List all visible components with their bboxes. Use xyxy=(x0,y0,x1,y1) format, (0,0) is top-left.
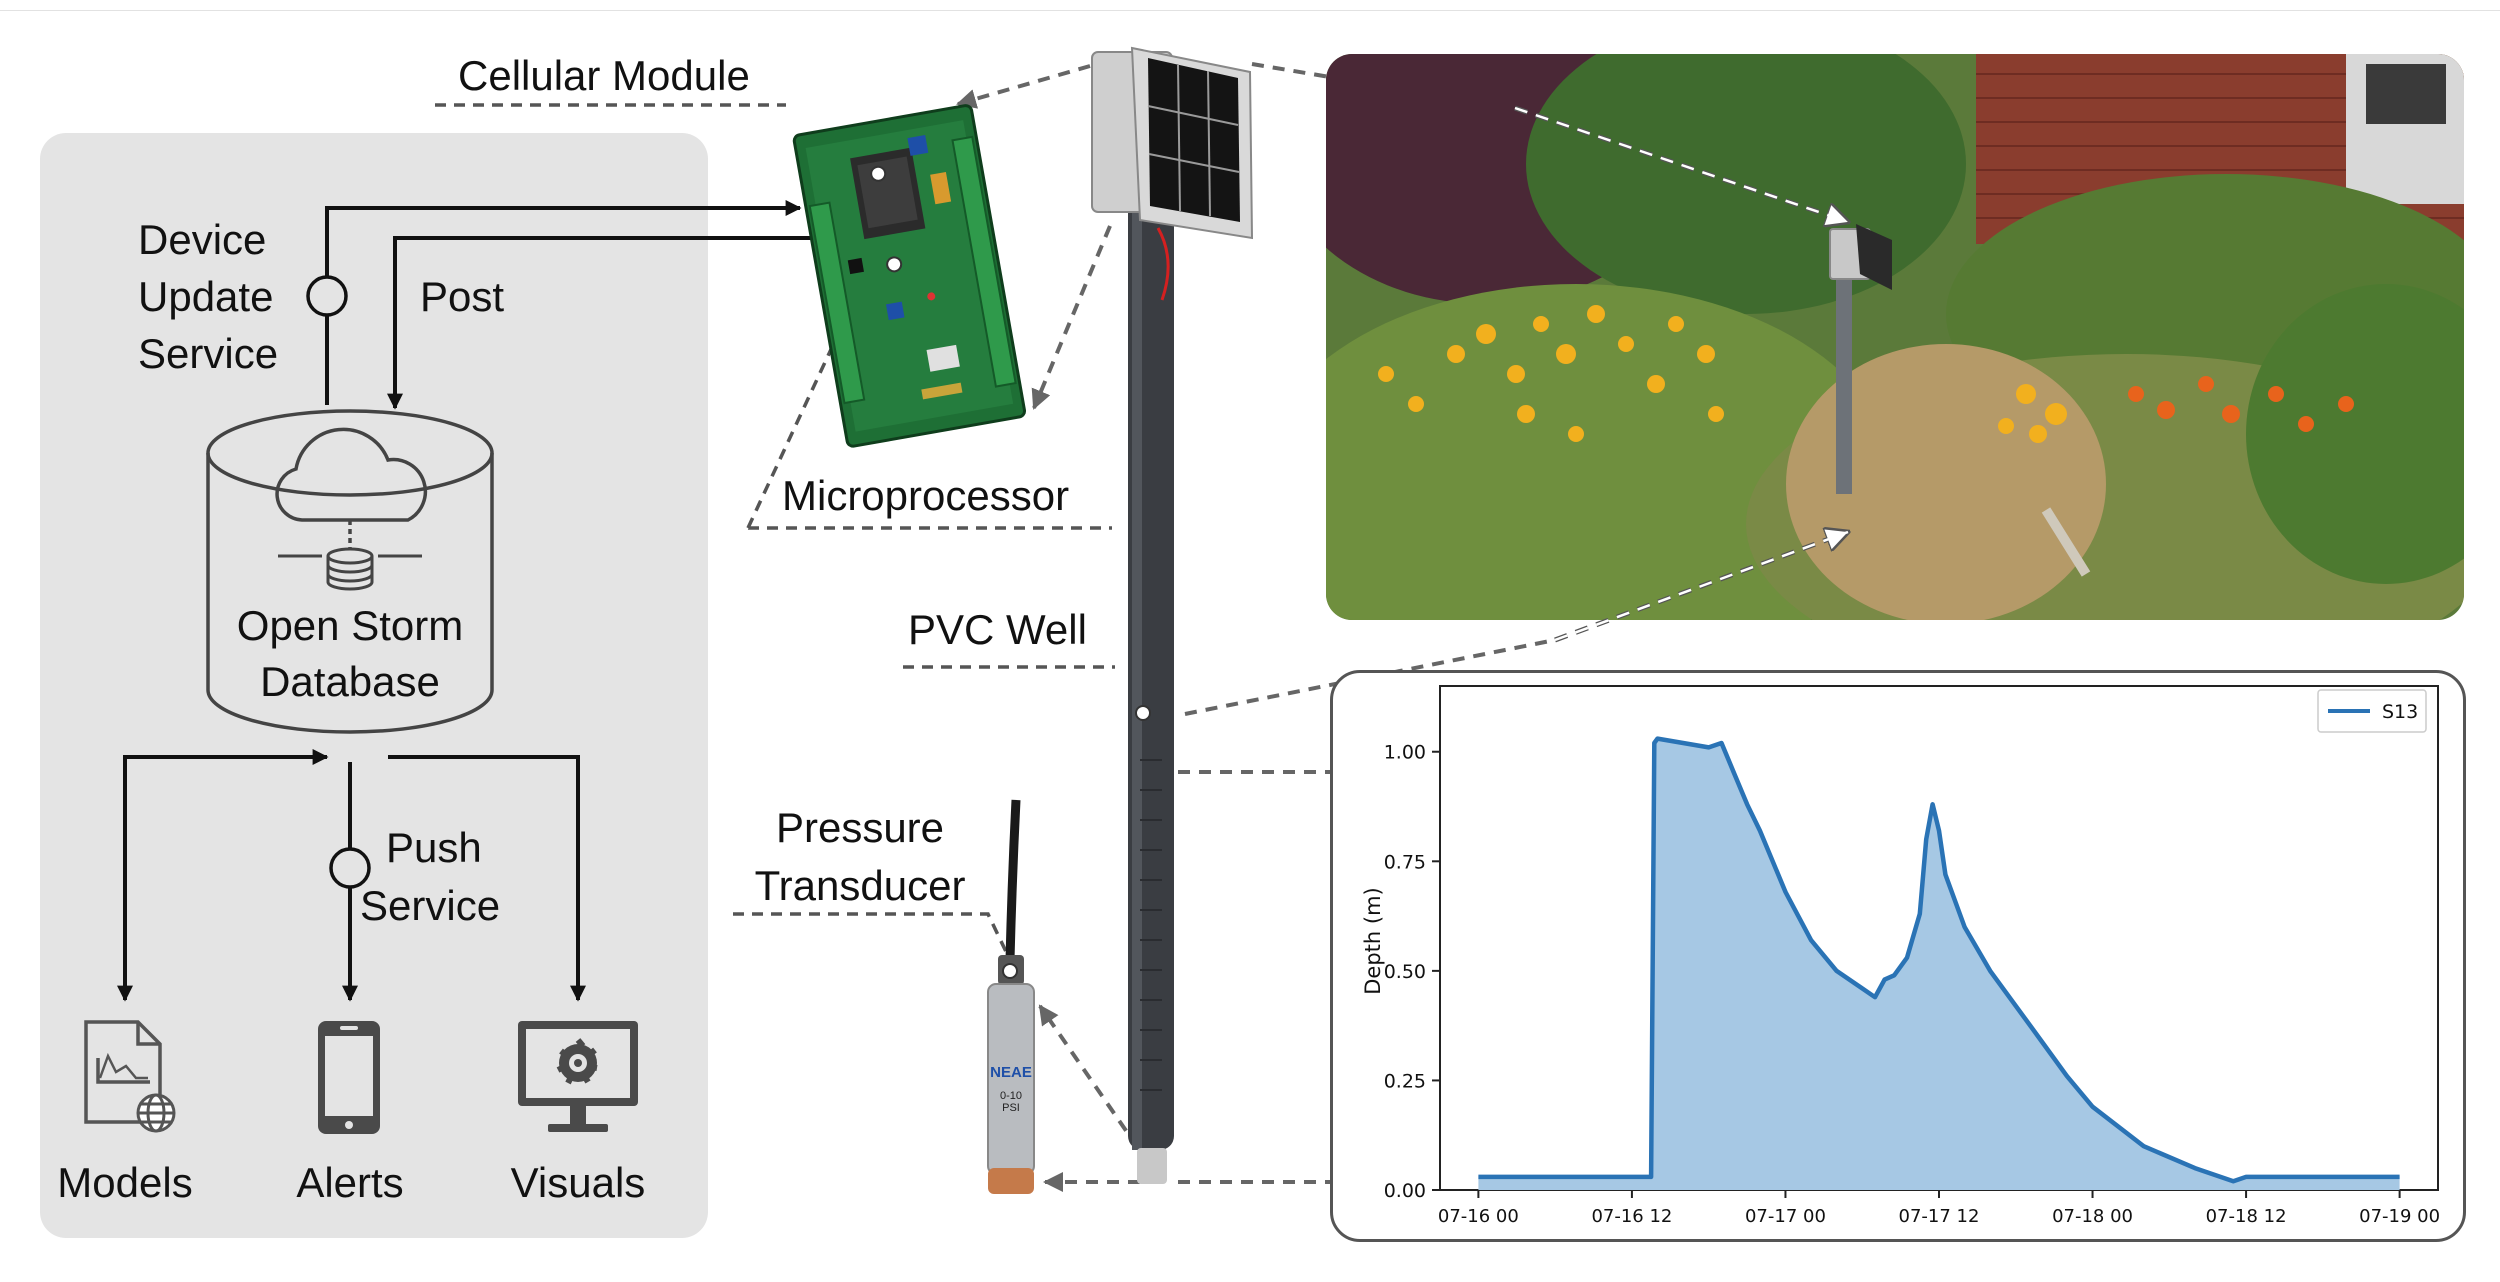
series-line-s13 xyxy=(1478,736,2400,1184)
pressure-transducer-label-2: Transducer xyxy=(754,862,966,909)
database-label-1: Open Storm xyxy=(236,602,464,649)
globe-icon xyxy=(136,1093,176,1133)
smartphone-icon xyxy=(318,1021,380,1134)
post-label: Post xyxy=(420,273,505,320)
transducer-brand: NEAE xyxy=(990,1064,1032,1081)
pressure-transducer xyxy=(987,799,1035,1194)
cellular-module-label: Cellular Module xyxy=(458,52,750,99)
y-tick-label-1: 0.25 xyxy=(1384,1070,1426,1092)
series-area-s13 xyxy=(1478,738,2400,1190)
y-tick-label-4: 1.00 xyxy=(1384,742,1426,764)
microprocessor-label: Microprocessor xyxy=(782,472,1070,519)
document-chart-icon xyxy=(84,1020,162,1124)
x-tick-label-0: 07-16 00 xyxy=(1438,1206,1519,1227)
y-tick-label-2: 0.50 xyxy=(1384,961,1426,983)
leader-lines xyxy=(435,103,1115,961)
database-label-2: Database xyxy=(260,658,440,705)
x-tick-label-4: 07-18 00 xyxy=(2052,1206,2133,1227)
visuals-label: Visuals xyxy=(510,1159,646,1206)
pvc-well-label: PVC Well xyxy=(908,606,1087,653)
device-update-arrow xyxy=(325,200,802,405)
x-tick-label-1: 07-16 12 xyxy=(1591,1206,1672,1227)
x-tick-label-6: 07-19 00 xyxy=(2359,1206,2440,1227)
grafana-icon xyxy=(556,1038,598,1085)
y-tick-label-3: 0.75 xyxy=(1384,851,1426,873)
legend: S13 xyxy=(2317,689,2427,733)
alerts-label: Alerts xyxy=(296,1159,404,1206)
push-service-node xyxy=(329,847,371,889)
device-update-label-1: Device xyxy=(138,216,267,263)
x-tick-label-3: 07-17 12 xyxy=(1899,1206,1980,1227)
solar-enclosure xyxy=(1091,46,1254,240)
models-label: Models xyxy=(57,1159,193,1206)
x-tick-label-5: 07-18 12 xyxy=(2206,1206,2287,1227)
device-update-node xyxy=(306,275,348,317)
database-icon xyxy=(278,547,422,591)
y-tick-label-0: 0.00 xyxy=(1384,1180,1426,1202)
microprocessor-board xyxy=(792,104,1027,448)
top-border xyxy=(0,0,2500,11)
transducer-range: 0-10 PSI xyxy=(999,1090,1023,1114)
models-arrow xyxy=(117,749,329,1002)
legend-label: S13 xyxy=(2382,701,2418,723)
post-arrow xyxy=(387,236,812,410)
device-update-label-2: Update xyxy=(138,273,274,320)
visuals-arrow xyxy=(388,755,586,1002)
y-axis-label: Depth (m) xyxy=(1361,887,1385,994)
push-service-label-1: Push xyxy=(386,824,482,871)
cloud-icon xyxy=(275,427,428,548)
x-tick-label-2: 07-17 00 xyxy=(1745,1206,1826,1227)
database-cylinder xyxy=(206,409,494,734)
pvc-well-pole xyxy=(1128,190,1174,1184)
pressure-transducer-label-1: Pressure xyxy=(775,804,945,851)
device-update-label-3: Service xyxy=(138,330,279,377)
push-service-label-2: Service xyxy=(360,882,501,929)
